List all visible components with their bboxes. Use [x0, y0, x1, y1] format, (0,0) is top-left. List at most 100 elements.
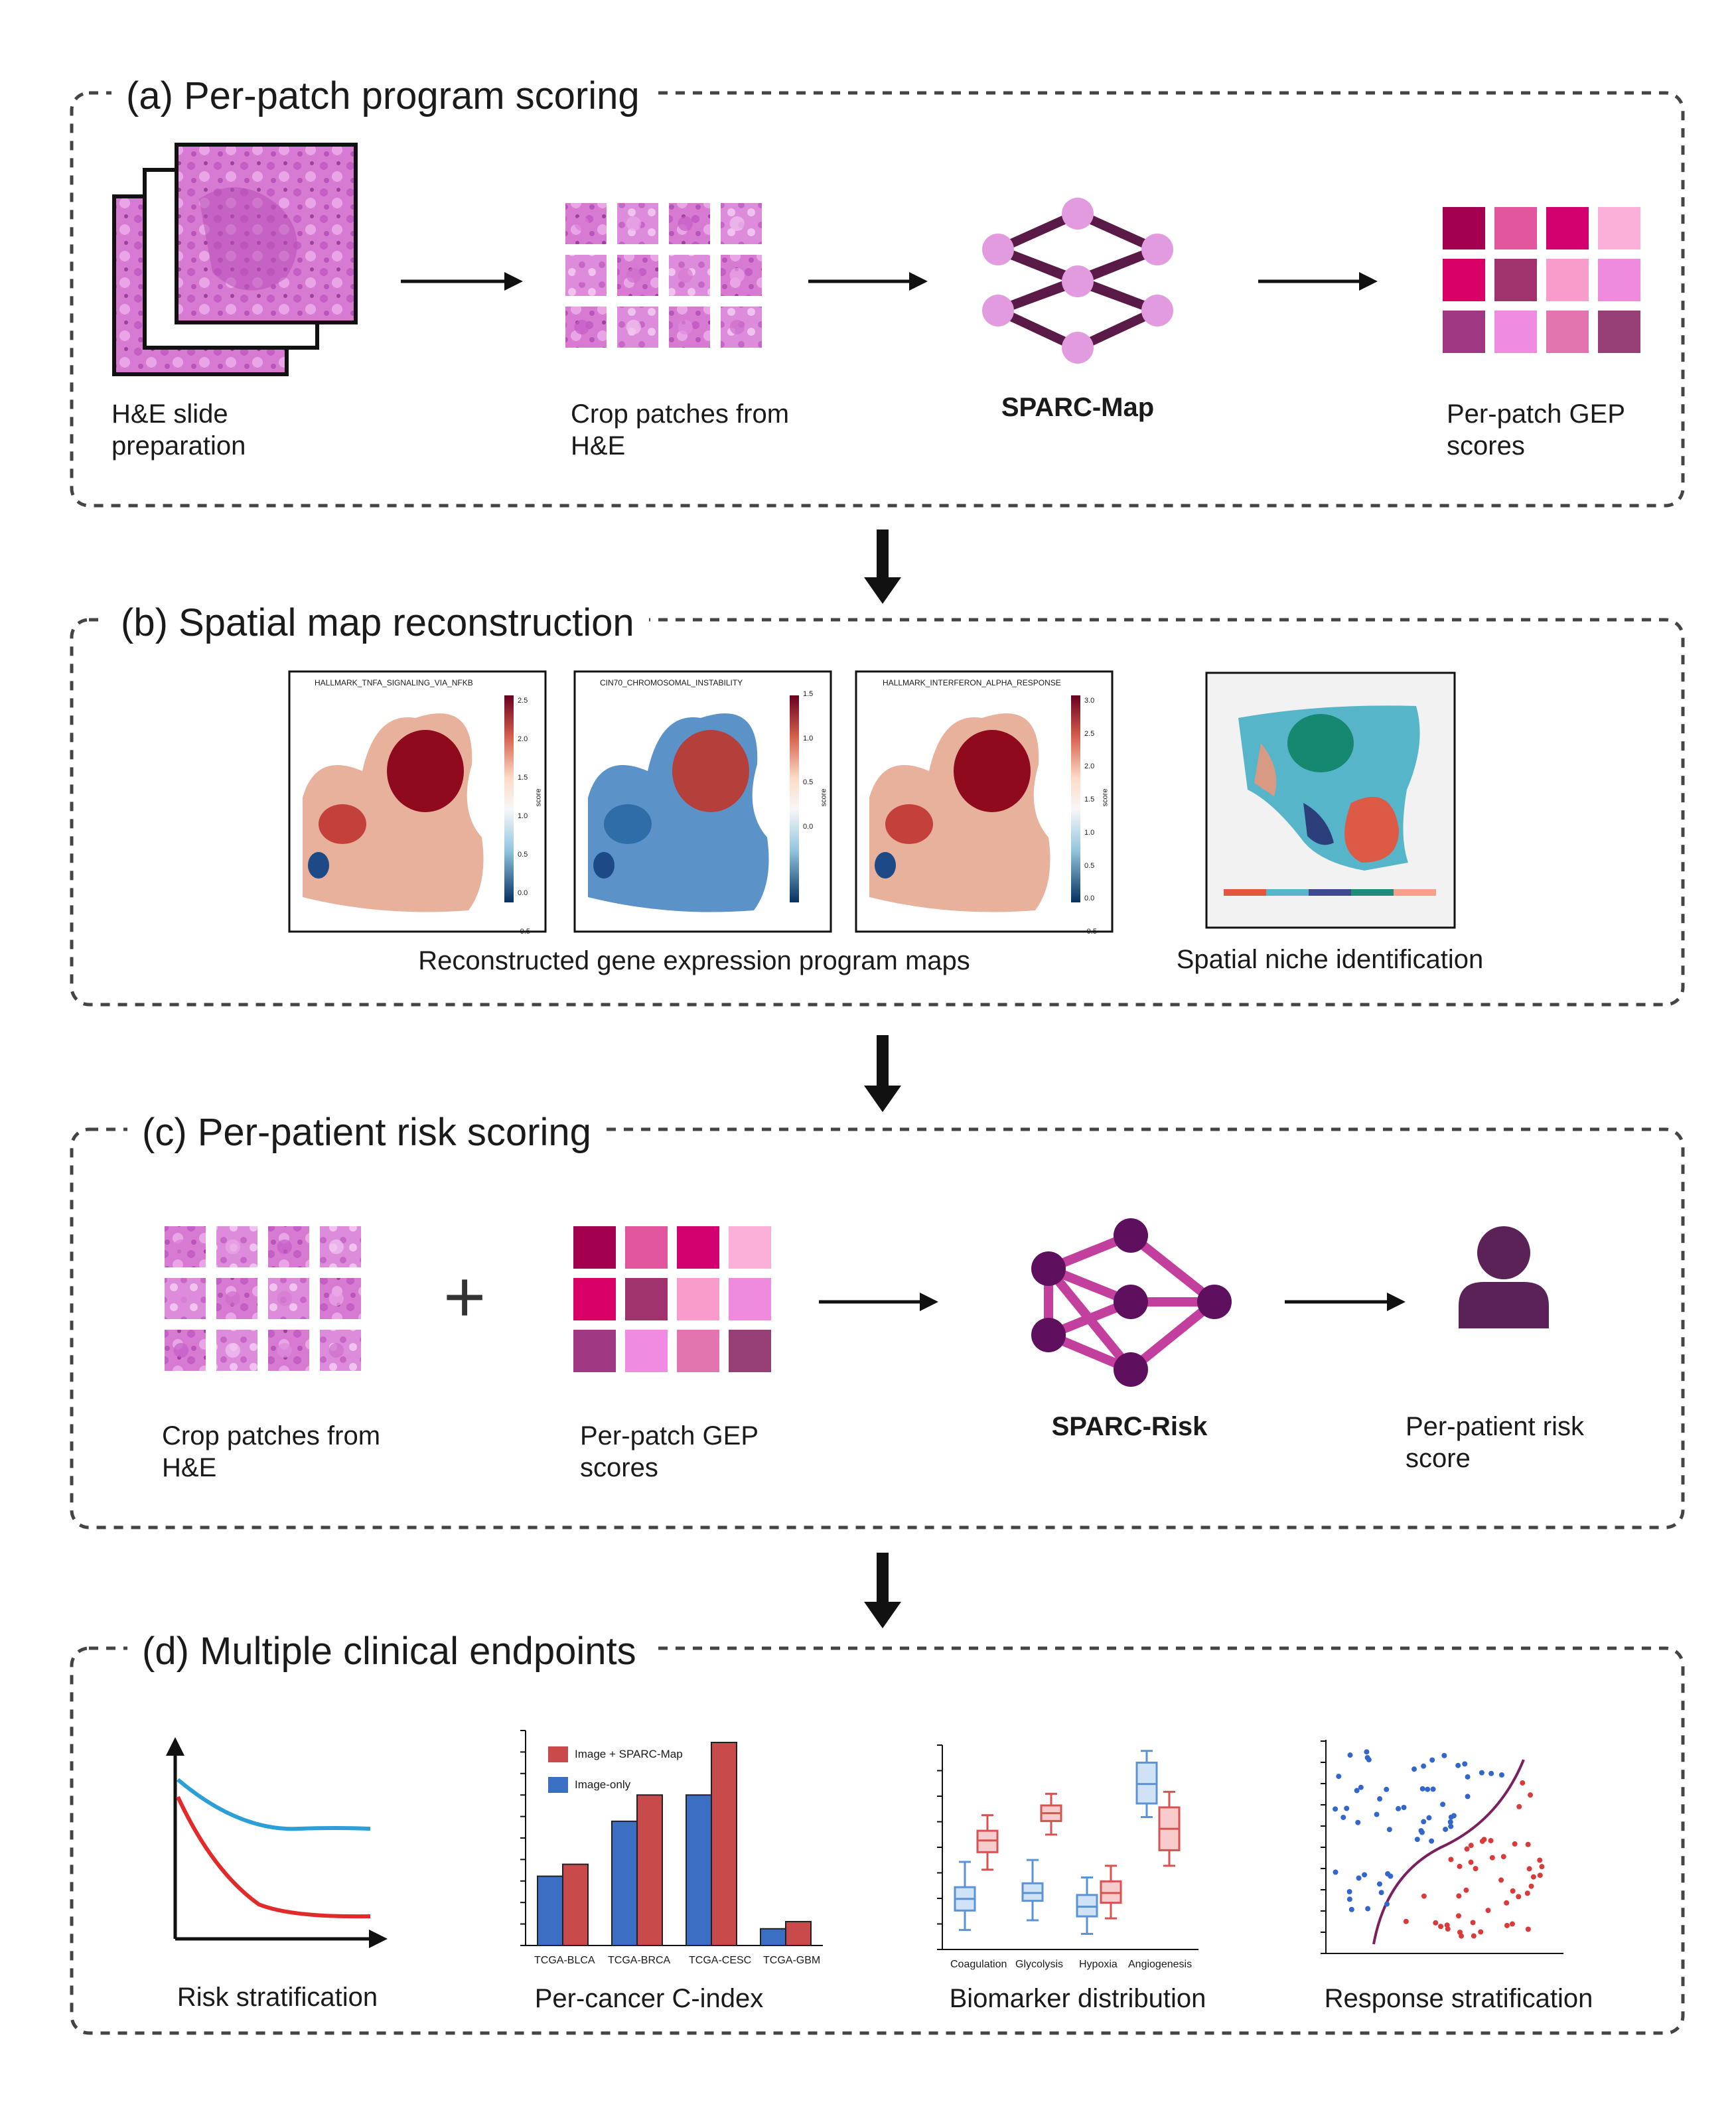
c-patch-texture-0-1 — [225, 1239, 240, 1255]
bar-tick-3: TCGA-GBM — [763, 1955, 821, 1966]
scatter-point-blue-21 — [1425, 1786, 1431, 1792]
map-spot-1 — [593, 852, 615, 879]
km-x-arrowhead — [369, 1930, 388, 1948]
scatter-point-red-26 — [1448, 1857, 1454, 1863]
scatter-point-blue-27 — [1421, 1819, 1427, 1825]
colorbar-tick-1-3: 0.0 — [803, 823, 814, 831]
a-patch-texture-2-2 — [678, 319, 693, 335]
map-1-title: HALLMARK_TNFA_SIGNALING_VIA_NFKB — [315, 678, 473, 687]
scatter-point-red-27 — [1457, 1863, 1463, 1869]
person-head — [1477, 1226, 1530, 1279]
slide-tissue-region — [199, 187, 297, 291]
crop-patches-label-c: Crop patches from H&E — [162, 1421, 381, 1482]
bar-legend-swatch-0 — [548, 1746, 568, 1762]
crop-patches-label: Crop patches from H&E — [571, 399, 790, 460]
scatter-point-red-10 — [1463, 1887, 1469, 1893]
colorbar-label-2: score — [1101, 788, 1110, 807]
scatter-point-blue-0 — [1429, 1838, 1435, 1844]
niche-legend-4 — [1394, 889, 1436, 896]
km-y-arrowhead — [166, 1737, 184, 1756]
c-patch-texture-2-3 — [328, 1342, 344, 1358]
scatter-point-blue-33 — [1374, 1811, 1380, 1817]
scatter-point-blue-15 — [1419, 1786, 1425, 1792]
c-patch-texture-0-2 — [277, 1239, 292, 1255]
sparc-map-node-4 — [982, 295, 1014, 326]
scatter-point-blue-43 — [1347, 1752, 1353, 1758]
c-gep-cell-1-0 — [573, 1278, 616, 1320]
scatter-point-blue-9 — [1443, 1826, 1449, 1832]
scatter-point-red-1 — [1438, 1924, 1444, 1930]
scatter-point-red-7 — [1528, 1883, 1534, 1889]
scatter-point-red-24 — [1516, 1803, 1522, 1809]
sparc-map-node-3 — [1062, 265, 1094, 297]
scatter-point-blue-13 — [1465, 1794, 1471, 1800]
niche-region-4 — [1367, 729, 1407, 782]
a-gep-cell-0-3 — [1598, 207, 1640, 249]
gep-scores-label: Per-patch GEP scores — [1447, 399, 1626, 460]
a-gep-cell-1-2 — [1546, 259, 1589, 301]
map-2-title: CIN70_CHROMOSOMAL_INSTABILITY — [600, 678, 743, 687]
scatter-point-blue-8 — [1465, 1774, 1471, 1780]
scatter-point-red-3 — [1470, 1920, 1476, 1926]
scatter-point-blue-20 — [1378, 1890, 1384, 1896]
km-curve-low-risk — [177, 1778, 371, 1831]
scatter-point-red-43 — [1504, 1922, 1510, 1928]
scatter-point-red-18 — [1524, 1890, 1530, 1896]
bar-TCGA-BLCA-0 — [537, 1875, 563, 1947]
niche-region-5 — [1303, 803, 1334, 845]
scatter-point-blue-51 — [1455, 1762, 1461, 1768]
scatter-point-red-11 — [1509, 1921, 1515, 1927]
colorbar-tick-2-5: 0.5 — [1084, 861, 1095, 870]
scatter-point-blue-52 — [1411, 1766, 1417, 1772]
scatter-point-blue-17 — [1362, 1872, 1368, 1878]
risk-score-label: Per-patient risk score — [1406, 1412, 1584, 1473]
colorbar-tick-2-1: 2.5 — [1084, 729, 1095, 738]
bar-TCGA-GBM-0 — [760, 1928, 786, 1947]
scatter-point-red-37 — [1537, 1873, 1543, 1878]
scatter-point-red-42 — [1444, 1922, 1450, 1928]
scatter-point-red-9 — [1525, 1841, 1531, 1847]
c-gep-cell-0-1 — [625, 1226, 668, 1269]
colorbar-label-1: score — [820, 788, 828, 807]
map-hotspot-1 — [672, 730, 749, 812]
sparc-risk-edge-8 — [1044, 1264, 1135, 1374]
arrow-a2-head — [909, 272, 928, 291]
panel-frame-3 — [70, 1646, 1685, 2035]
map-hotspot-2 — [954, 730, 1031, 812]
a-patch-texture-0-3 — [729, 216, 745, 232]
scatter-point-red-0 — [1456, 1893, 1462, 1899]
a-gep-cell-1-3 — [1598, 259, 1640, 301]
colorbar-tick-0-6: -0.5 — [518, 928, 530, 936]
scatter-point-red-35 — [1530, 1874, 1536, 1880]
sparc-risk-node-1 — [1031, 1251, 1066, 1286]
risk-stratification-label: Risk stratification — [177, 1983, 378, 2012]
c-patch-texture-0-3 — [328, 1239, 344, 1255]
scatter-point-blue-40 — [1336, 1774, 1342, 1780]
scatter-point-blue-19 — [1346, 1896, 1352, 1902]
map-region-0 — [319, 804, 366, 844]
arrow-down-3-shaft — [877, 1553, 889, 1606]
scatter-point-red-29 — [1520, 1780, 1526, 1786]
niche-legend-0 — [1224, 889, 1266, 896]
response-label: Response stratification — [1324, 1984, 1593, 2013]
box-tick-2: Hypoxia — [1079, 1959, 1118, 1970]
scatter-point-blue-36 — [1447, 1819, 1453, 1825]
a-patch-texture-0-0 — [574, 216, 589, 232]
map-3-title: HALLMARK_INTERFERON_ALPHA_RESPONSE — [883, 678, 1061, 687]
scatter-point-red-13 — [1485, 1908, 1491, 1914]
arrow-down-3-head — [864, 1602, 901, 1628]
a-gep-cell-2-1 — [1494, 311, 1537, 353]
scatter-point-blue-18 — [1401, 1805, 1407, 1811]
bar-tick-0: TCGA-BLCA — [534, 1955, 595, 1966]
sparc-map-node-2 — [1141, 234, 1173, 265]
scatter-point-blue-16 — [1440, 1802, 1446, 1807]
sparc-risk-edge-7 — [1126, 1297, 1219, 1374]
colorbar-tick-0-0: 2.5 — [518, 697, 528, 705]
a-patch-texture-2-0 — [574, 319, 589, 335]
sparc-risk-label: SPARC-Risk — [1051, 1412, 1208, 1441]
c-gep-cell-2-1 — [625, 1330, 668, 1372]
scatter-point-red-22 — [1433, 1920, 1439, 1926]
a-patch-texture-1-2 — [678, 267, 693, 283]
bar-TCGA-BRCA-1 — [636, 1794, 663, 1946]
scatter-point-blue-23 — [1358, 1784, 1364, 1790]
